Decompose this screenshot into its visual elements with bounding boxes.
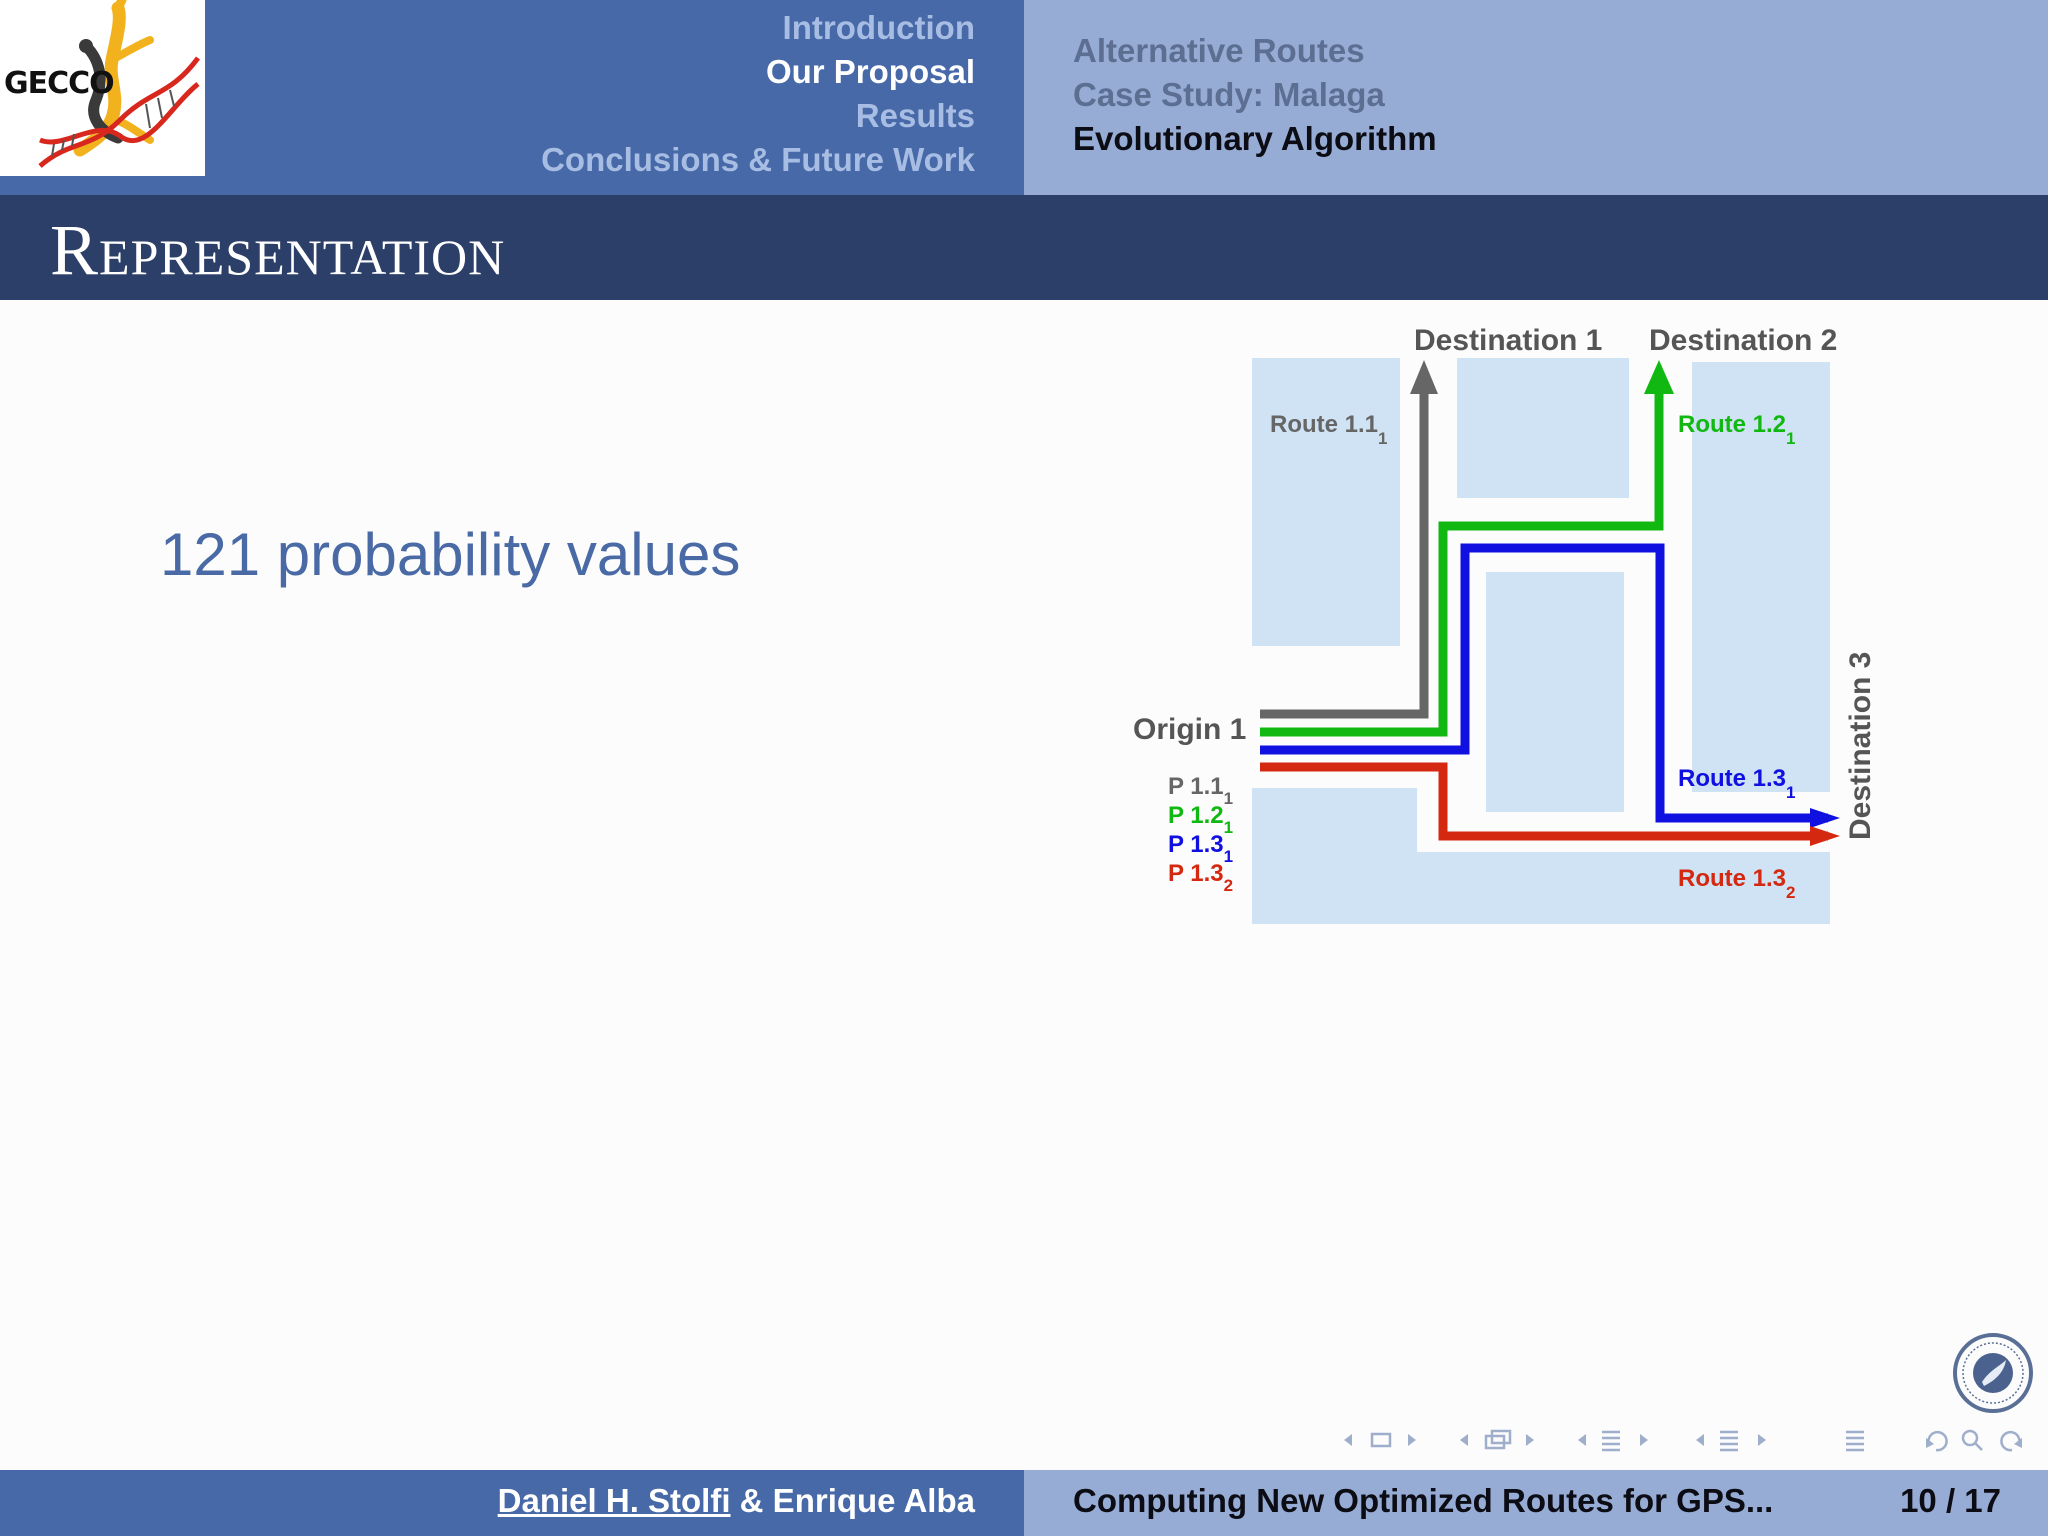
route-1-3-2-label: Route 1.32 — [1678, 865, 1796, 902]
probability-1-3-2-label: P 1.32 — [1168, 860, 1233, 895]
subsection-navigation: Alternative Routes Case Study: Malaga Ev… — [1073, 29, 1437, 161]
search-icon[interactable] — [1961, 1429, 1983, 1451]
nav-subsection-case-study[interactable]: Case Study: Malaga — [1073, 76, 1385, 113]
logo-text: GECCO — [4, 66, 115, 101]
destination-2-label: Destination 2 — [1649, 324, 1837, 357]
footer-title-panel — [1024, 1470, 2048, 1536]
redo-icon[interactable] — [2000, 1430, 2022, 1452]
section-navigation: Introduction Our Proposal Results Conclu… — [541, 6, 975, 182]
nav-frame-icon[interactable] — [1344, 1432, 1416, 1448]
gecco-logo: GECCO — [0, 0, 205, 176]
footer-authors-panel — [0, 1470, 1024, 1536]
nav-subsection-icon[interactable] — [1460, 1429, 1534, 1450]
footer-author-rest: & Enrique Alba — [730, 1482, 975, 1519]
footer-presentation-title: Computing New Optimized Routes for GPS..… — [1073, 1482, 1774, 1519]
beamer-navigation-bar — [1330, 1420, 2030, 1460]
destination-1-label: Destination 1 — [1414, 324, 1602, 357]
university-seal — [1950, 1330, 2036, 1416]
route-1-2-label: Route 1.21 — [1678, 411, 1796, 448]
nav-subsection-alternative-routes[interactable]: Alternative Routes — [1073, 32, 1365, 69]
destination-3-label: Destination 3 — [1844, 652, 1877, 840]
footer-author-link[interactable]: Daniel H. Stolfi — [497, 1482, 731, 1519]
probability-1-3-1-label: P 1.31 — [1168, 831, 1233, 866]
undo-icon[interactable] — [1926, 1430, 1948, 1452]
nav-subsection-evolutionary-algorithm[interactable]: Evolutionary Algorithm — [1073, 120, 1437, 157]
header-subsections-panel — [1024, 0, 2048, 195]
nav-presentation-icon[interactable] — [1696, 1430, 1864, 1452]
origin-label: Origin 1 — [1133, 713, 1246, 746]
content-text: 121 probability values — [160, 521, 741, 588]
nav-section-icon[interactable] — [1578, 1430, 1648, 1452]
route-1-3-1-label: Route 1.31 — [1678, 765, 1796, 802]
nav-section-conclusions[interactable]: Conclusions & Future Work — [541, 141, 975, 178]
frame-title-bar — [0, 195, 2048, 300]
footer-authors: Daniel H. Stolfi & Enrique Alba — [498, 1482, 975, 1520]
probability-1-1-label: P 1.11 — [1168, 773, 1233, 808]
route-diagram: Destination 1 Destination 2 Destination … — [1120, 310, 1900, 930]
nav-section-our-proposal[interactable]: Our Proposal — [765, 53, 975, 90]
footer-page-number: 10 / 17 — [1900, 1482, 2001, 1519]
route-1-1-label: Route 1.11 — [1270, 411, 1388, 448]
nav-section-results[interactable]: Results — [855, 97, 975, 134]
probability-1-2-label: P 1.21 — [1168, 802, 1233, 837]
frame-title: Representation — [50, 210, 506, 290]
nav-section-introduction[interactable]: Introduction — [782, 9, 975, 46]
